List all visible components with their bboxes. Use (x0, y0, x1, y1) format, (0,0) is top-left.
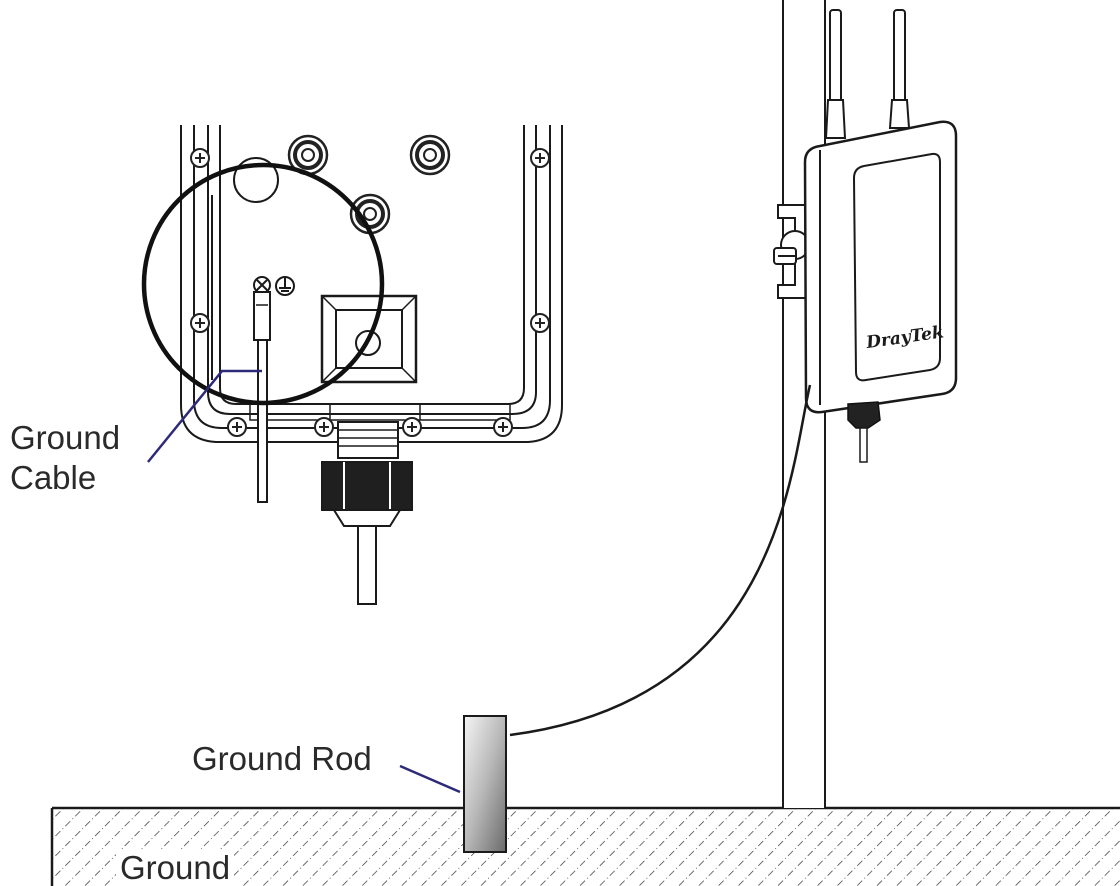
ground-label: Ground (116, 850, 235, 886)
ground-cable-label-line2: Cable (10, 459, 97, 496)
mounting-bracket (773, 204, 810, 299)
ground-rod (463, 715, 507, 853)
access-point-device: DrayTek (803, 120, 958, 463)
ground-cable (257, 339, 268, 503)
ground-symbol-icon (275, 276, 295, 296)
antennas (824, 9, 911, 139)
ground-rod-leader (399, 764, 461, 794)
zoom-circle (141, 162, 385, 406)
mounting-pole (782, 0, 826, 808)
screw-icon (190, 148, 550, 437)
device-interior-detail (180, 125, 563, 443)
ground-wire (509, 384, 812, 737)
ground-terminal (253, 276, 271, 341)
ground-cable-label-line1: Ground (10, 419, 121, 456)
nut-icon (287, 134, 451, 235)
ground-cable-leader (147, 369, 262, 463)
cable-gland (321, 421, 413, 605)
ground-rod-label: Ground Rod (192, 740, 372, 777)
